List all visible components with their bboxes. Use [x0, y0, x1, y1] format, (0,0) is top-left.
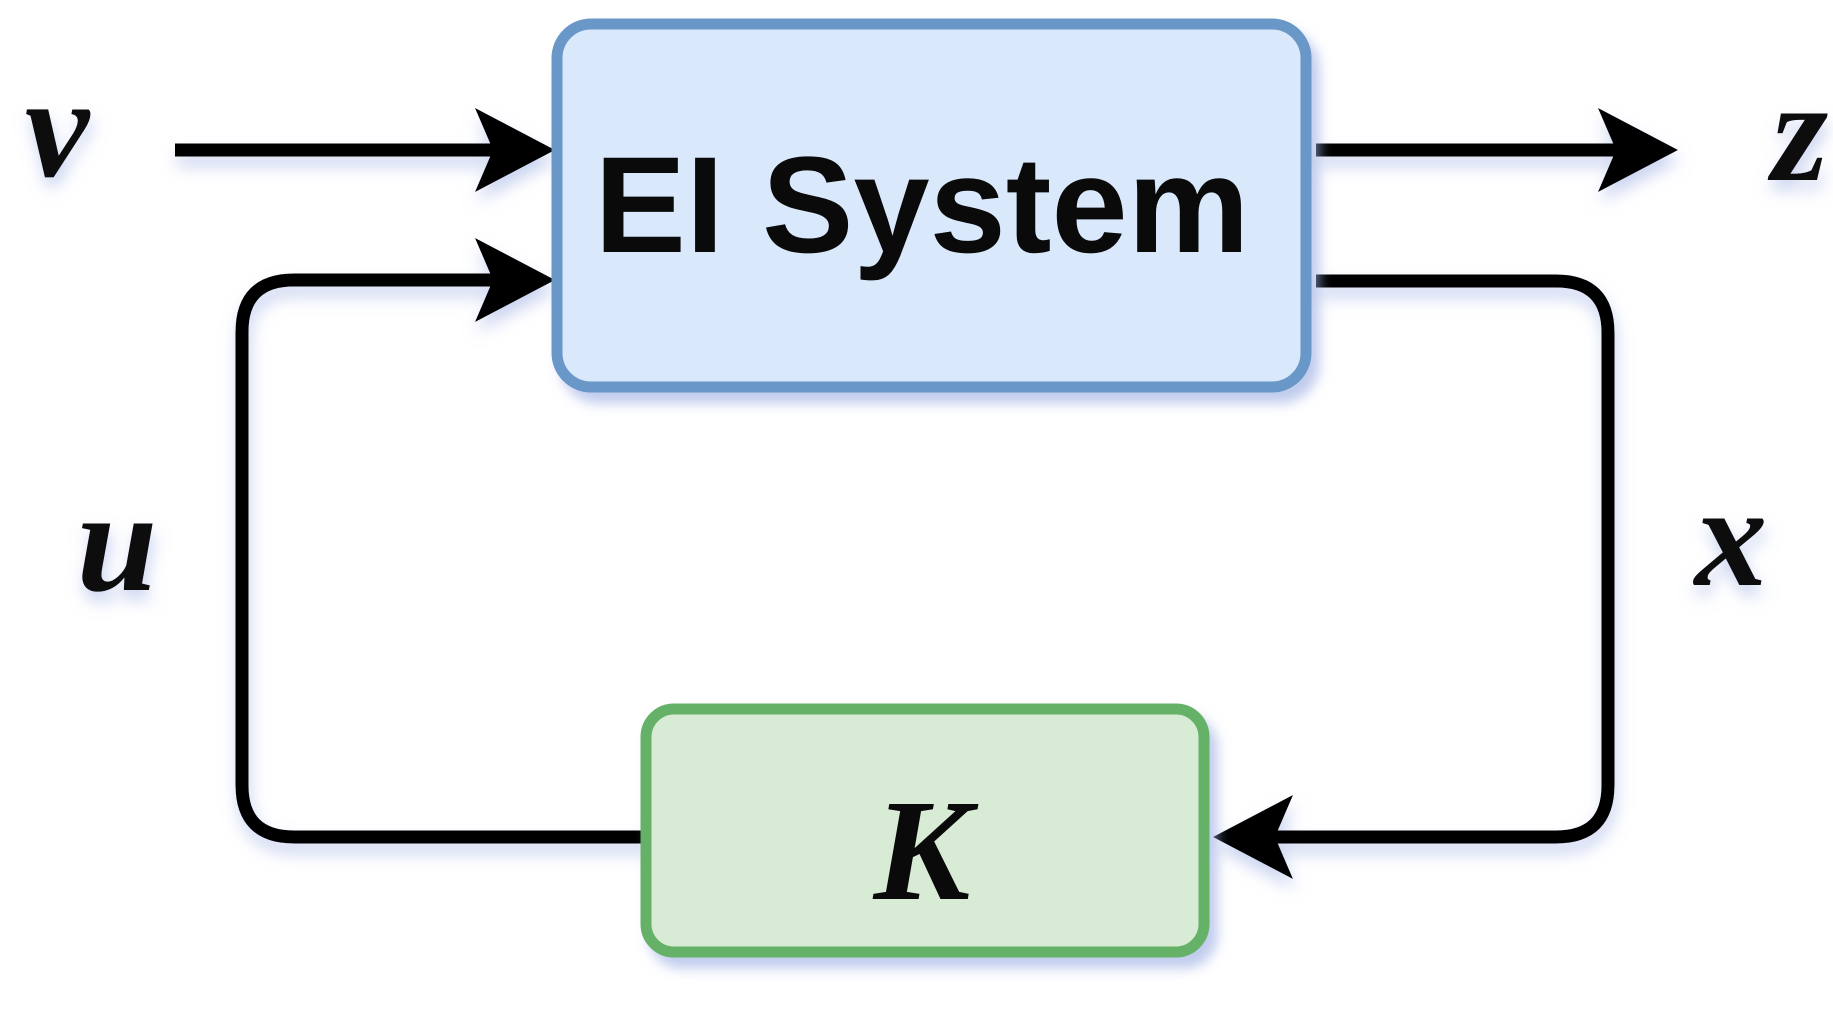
- controller-block: [640, 703, 1210, 958]
- arrowhead-u-into-plant: [475, 238, 555, 322]
- signal-label-x: x: [1693, 457, 1768, 617]
- wire-x-state: [1275, 274, 1615, 844]
- plant-block: [551, 18, 1312, 393]
- controller-block-label: K: [872, 771, 979, 931]
- arrowhead-z-output: [1598, 108, 1678, 192]
- signal-label-z: z: [1767, 52, 1828, 212]
- arrowhead-x-into-controller: [1213, 795, 1293, 879]
- arrowhead-v-into-plant: [475, 108, 555, 192]
- signal-label-v: v: [25, 48, 91, 208]
- signal-label-u: u: [77, 462, 158, 622]
- plant-block-label: EI System: [595, 129, 1250, 282]
- wire-u-feedback: [235, 273, 648, 844]
